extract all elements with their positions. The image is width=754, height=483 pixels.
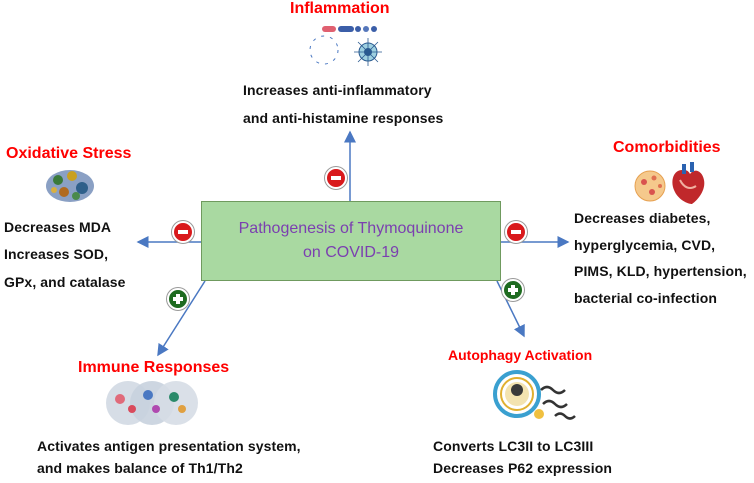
inflammation-decrease-badge (325, 167, 347, 189)
arrow-to-autophagy (496, 280, 525, 338)
arrow-to-immune-responses (157, 280, 206, 357)
autophagy-line-1: Converts LC3II to LC3III (433, 438, 594, 454)
oxidative-line-2: Increases SOD, (4, 246, 109, 262)
autophagy-line-2: Decreases P62 expression (433, 460, 613, 476)
comorbidities-decrease-badge (505, 221, 527, 243)
oxidative-decrease-badge (172, 221, 194, 243)
autophagy-title: Autophagy Activation (448, 347, 593, 363)
comorbidities-title: Comorbidities (613, 139, 721, 156)
center-label: Pathogenesis of Thymoquinone on COVID-19 (239, 217, 464, 265)
inflammation-line-2: and anti-histamine responses (243, 110, 444, 126)
inflammation-cells-icon (309, 26, 382, 66)
oxidative-stress-icon (46, 170, 94, 202)
comorbidities-line-2: hyperglycemia, CVD, (574, 237, 716, 253)
center-line-1: Pathogenesis of Thymoquinone (238, 220, 464, 237)
center-box: Pathogenesis of Thymoquinone on COVID-19 (201, 201, 501, 281)
inflammation-title: Inflammation (290, 0, 390, 17)
immune-line-1: Activates antigen presentation system, (37, 438, 301, 454)
autophagy-icon (493, 370, 576, 420)
comorbidities-line-4: bacterial co-infection (574, 290, 718, 306)
immune-increase-badge (167, 288, 189, 310)
inflammation-line-1: Increases anti-inflammatory (243, 82, 432, 98)
comorbidities-organs-icon (634, 162, 705, 204)
oxidative-line-1: Decreases MDA (4, 219, 112, 235)
comorbidities-line-3: PIMS, KLD, hypertension, (574, 263, 747, 279)
center-line-2: on COVID-19 (302, 244, 400, 261)
immune-line-2: and makes balance of Th1/Th2 (37, 460, 243, 476)
autophagy-increase-badge (502, 279, 524, 301)
oxidative-stress-title: Oxidative Stress (6, 145, 132, 162)
comorbidities-line-1: Decreases diabetes, (574, 210, 711, 226)
immune-responses-title: Immune Responses (78, 359, 230, 376)
immune-cells-icon (106, 381, 198, 425)
oxidative-line-3: GPx, and catalase (4, 274, 126, 290)
